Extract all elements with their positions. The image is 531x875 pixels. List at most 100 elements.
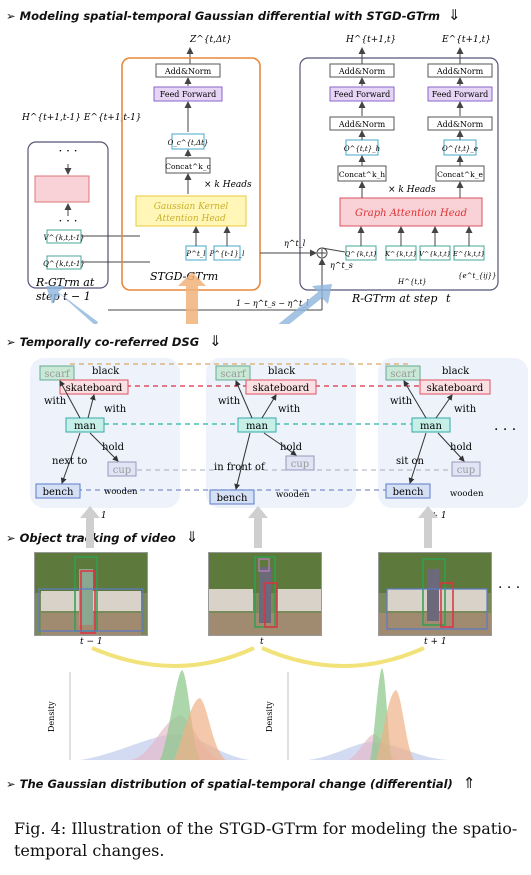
mid-o-label: O_c^{t,Δt} <box>168 139 209 147</box>
right-k-label: K^{k,t,t} <box>384 250 417 258</box>
mid-concat-label: Concat^k_c <box>165 162 211 171</box>
right-v-label: V^{k,t,t} <box>419 250 451 258</box>
eta-sum-label: 1 − η^t_s − η^t_l <box>236 299 309 308</box>
dsg1-wooden: wooden <box>104 487 138 497</box>
section-title-gaussian: ➢ The Gaussian distribution of spatial-t… <box>6 774 475 792</box>
right-addnorm-2-label: Add&Norm <box>338 120 386 129</box>
dsg2-with-2: with <box>278 404 301 415</box>
dsg2-wooden: wooden <box>276 490 310 500</box>
right-rgtrm-label-2: t <box>446 292 451 305</box>
right-addnorm-1-label: Add&Norm <box>338 67 386 76</box>
blue-arrow-right <box>278 284 332 324</box>
dsg3-scarf: scarf <box>390 369 416 380</box>
left-rgtrm-block <box>27 141 109 289</box>
right-o-e-label: O^{t,t}_e <box>442 145 478 153</box>
dsg1-black: black <box>92 366 120 377</box>
up-arrow-icon: ⇑ <box>462 774 476 792</box>
right-output-h-label: H^{t+1,t} <box>345 35 396 45</box>
dsg2-man: man <box>246 421 268 432</box>
dsg3-black: black <box>442 366 470 377</box>
right-addnorm-3-label: Add&Norm <box>436 67 484 76</box>
video-frame-t-plus-1 <box>378 552 492 636</box>
density-plot-left: Density <box>47 670 250 760</box>
right-ff-2-label: Feed Forward <box>432 90 489 99</box>
left-q-label: Q^{k,t,t-1} <box>43 260 85 268</box>
dsg2-bench: bench <box>217 493 248 504</box>
right-concat-h-label: Concat^k_h <box>339 170 385 179</box>
dsg1-scarf: scarf <box>44 369 70 380</box>
dsg3-bench: bench <box>393 487 424 498</box>
right-heads-label: × k Heads <box>388 185 436 195</box>
right-e-label: E^{k,t,t} <box>452 250 485 258</box>
frame-label-t-plus-1: t + 1 <box>424 637 447 647</box>
gaussian-kernel-label-2: Attention Head <box>155 214 226 224</box>
eta-s-label: η^t_s <box>330 261 353 270</box>
left-dots-bottom: · · · <box>58 214 77 228</box>
mid-heads-label: × k Heads <box>204 180 252 190</box>
down-arrow-icon: ⇓ <box>448 6 461 24</box>
section-title-modeling-text: ➢ Modeling spatial-temporal Gaussian dif… <box>6 9 441 23</box>
dsg3-wooden: wooden <box>450 489 484 499</box>
dsg1-skateboard: skateboard <box>66 383 123 394</box>
stgd-gtrm-label: STGD-GTrm <box>150 270 218 283</box>
dsg2-cup: cup <box>291 459 309 470</box>
dsg-diagram: scarf black skateboard with with man hol… <box>30 358 528 521</box>
dsg2-in-front-of: in front of <box>214 462 266 473</box>
mid-p2-label: P^{t-1}_l <box>209 250 245 258</box>
mid-feedforward-label: Feed Forward <box>160 90 217 99</box>
tracking-annotations: t − 1 t t + 1 <box>80 637 447 668</box>
right-output-e-label: E^{t+1,t} <box>441 35 491 45</box>
density-right-ylabel: Density <box>265 701 274 732</box>
down-arrow-icon: ⇓ <box>209 332 222 350</box>
left-rgtrm-label-1: R-GTrm at <box>35 276 95 289</box>
left-attention-box <box>34 175 90 203</box>
mid-output-label: Z^{t,Δt} <box>189 35 232 45</box>
dsg2-black: black <box>268 366 296 377</box>
orange-arrow-mid <box>178 272 206 324</box>
right-concat-e-label: Concat^k_e <box>437 170 483 179</box>
dsg2-hold: hold <box>280 442 303 453</box>
down-arrow-icon: ⇓ <box>185 528 199 546</box>
dsg3-with-1: with <box>390 396 413 407</box>
right-o-h-label: O^{t,t}_h <box>344 145 380 153</box>
frame-label-t-minus-1: t − 1 <box>80 637 103 647</box>
right-h-label: H^{t,t} <box>397 278 427 286</box>
architecture-diagram: H^{t+1,t-1} E^{t+1,t-1} · · · · · · V^{k… <box>21 35 499 324</box>
dsg2-scarf: scarf <box>220 369 246 380</box>
dsg3-with-2: with <box>454 404 477 415</box>
frame-label-t: t <box>260 637 264 647</box>
dsg1-man: man <box>74 421 96 432</box>
section-title-dsg-text: ➢ Temporally co-referred DSG <box>6 335 200 349</box>
dsg1-cup: cup <box>113 465 131 476</box>
section-title-dsg: ➢ Temporally co-referred DSG ⇓ <box>6 332 222 350</box>
mid-p1-label: P^t_l <box>185 250 205 258</box>
left-v-label: V^{k,t,t-1} <box>44 234 85 242</box>
section-title-gaussian-text: ➢ The Gaussian distribution of spatial-t… <box>6 777 453 791</box>
dsg3-hold: hold <box>450 442 473 453</box>
video-frame-t-minus-1 <box>34 552 148 636</box>
eta-l-label: η^t_l <box>284 239 306 248</box>
graph-attention-head-box <box>339 197 483 227</box>
figure-caption: Fig. 4: Illustration of the STGD-GTrm fo… <box>14 819 518 860</box>
dsg3-cup: cup <box>457 465 475 476</box>
right-eij-label: {e^t_{ij}} <box>458 272 497 280</box>
dsg1-with-2: with <box>104 404 127 415</box>
dsg1-with-1: with <box>44 396 67 407</box>
right-rgtrm-block <box>299 57 499 291</box>
dsg1-hold: hold <box>102 442 125 453</box>
video-frame-t <box>208 552 322 636</box>
right-addnorm-4-label: Add&Norm <box>436 120 484 129</box>
density-left-ylabel: Density <box>47 701 56 732</box>
left-dots-top: · · · <box>58 144 77 158</box>
left-output-label: H^{t+1,t-1} E^{t+1,t-1} <box>21 113 142 123</box>
section-title-modeling: ➢ Modeling spatial-temporal Gaussian dif… <box>6 6 461 24</box>
gaussian-kernel-attention-box <box>135 195 247 227</box>
density-plot-right: Density <box>265 668 448 760</box>
blue-arrow-left <box>46 286 98 324</box>
tracking-to-dsg-arrows <box>80 506 438 548</box>
dsg3-skateboard: skateboard <box>427 383 484 394</box>
tracking-dots: · · · <box>498 580 521 596</box>
dsg1-bench: bench <box>43 487 74 498</box>
dsg-dots: · · · <box>494 422 516 438</box>
graph-attention-head-label: Graph Attention Head <box>355 208 467 219</box>
